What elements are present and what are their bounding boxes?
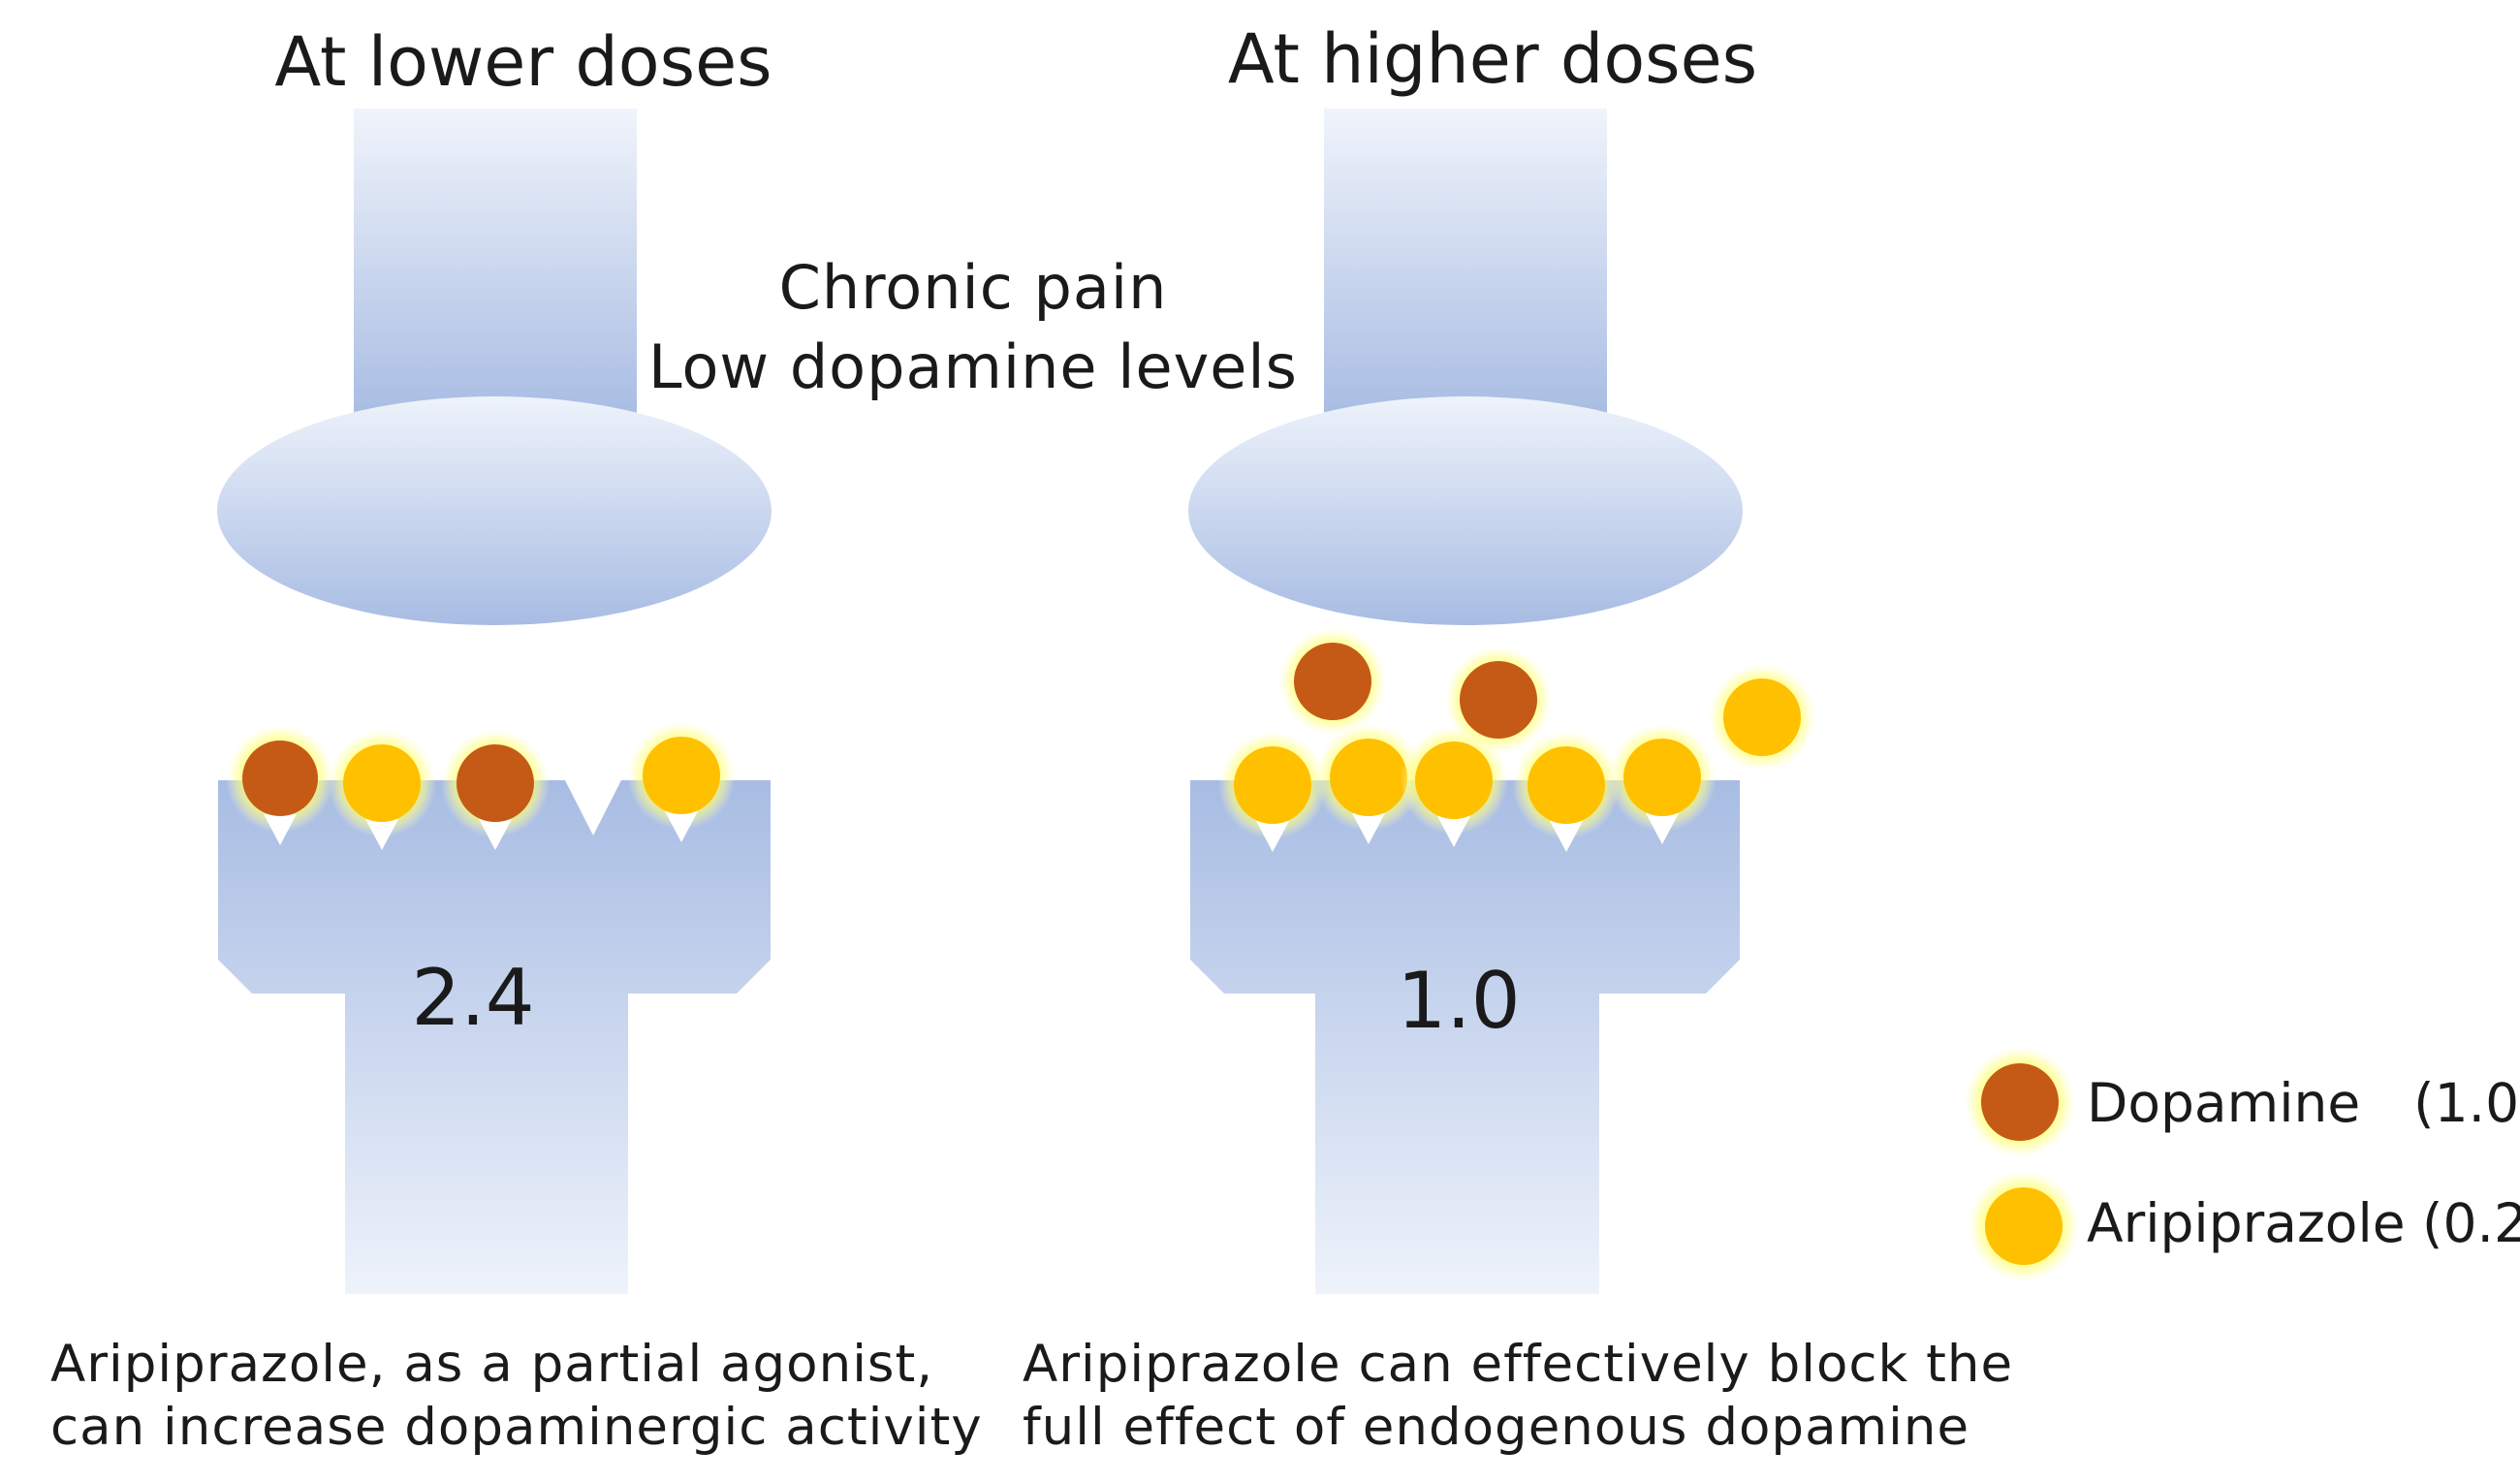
legend-label-dopamine: Dopamine (1.0) <box>2087 1072 2520 1134</box>
dopamine-molecule <box>226 724 334 845</box>
right-activity-value: 1.0 <box>1397 956 1520 1046</box>
aripiprazole-swatch-icon <box>1985 1187 2063 1265</box>
left-activity-value: 2.4 <box>411 953 534 1043</box>
right-caption-line-2: full effect of endogenous dopamine <box>1023 1398 1969 1457</box>
right-postsynaptic-neuron: 1.0 <box>1190 780 1740 1294</box>
dopamine-molecule <box>441 729 550 850</box>
left-postsynaptic-neuron: 2.4 <box>218 780 771 1294</box>
left-panel-title: At lower doses <box>274 22 772 102</box>
aripiprazole-molecule <box>1400 726 1508 847</box>
legend-label-aripiprazole: Aripiprazole (0.2) <box>2087 1192 2520 1254</box>
right-panel: At higher doses 1.0 <box>1023 19 2013 1457</box>
left-panel: At lower doses 2.4 <box>50 22 983 1457</box>
left-caption-line-2: can increase dopaminergic activity <box>50 1398 983 1457</box>
dopamine-swatch-icon <box>1981 1063 2059 1141</box>
center-label-line-1: Chronic pain <box>779 252 1168 323</box>
right-molecules <box>1218 627 1816 852</box>
legend-item-dopamine: Dopamine (1.0) <box>1964 1046 2520 1158</box>
right-presynaptic-neuron <box>1188 109 1743 625</box>
center-label-line-2: Low dopamine levels <box>648 331 1298 402</box>
aripiprazole-molecule <box>1314 723 1423 844</box>
aripiprazole-molecule <box>1708 663 1816 772</box>
legend: Dopamine (1.0) Aripiprazole (0.2) <box>1964 1046 2520 1282</box>
right-caption-line-1: Aripiprazole can effectively block the <box>1023 1335 2013 1394</box>
left-caption-line-1: Aripiprazole, as a partial agonist, <box>50 1335 933 1394</box>
center-label: Chronic pain Low dopamine levels <box>648 252 1298 402</box>
right-panel-title: At higher doses <box>1228 19 1757 99</box>
aripiprazole-molecule <box>1608 723 1717 844</box>
left-molecules <box>226 721 736 850</box>
aripiprazole-molecule <box>328 729 436 850</box>
aripiprazole-molecule <box>1218 731 1327 852</box>
left-presynaptic-neuron <box>217 109 772 625</box>
legend-item-aripiprazole: Aripiprazole (0.2) <box>1968 1170 2520 1282</box>
dopamine-molecule <box>1444 646 1553 754</box>
aripiprazole-molecule <box>1512 731 1621 852</box>
aripiprazole-molecule <box>627 721 736 842</box>
dopamine-molecule <box>1278 627 1387 736</box>
